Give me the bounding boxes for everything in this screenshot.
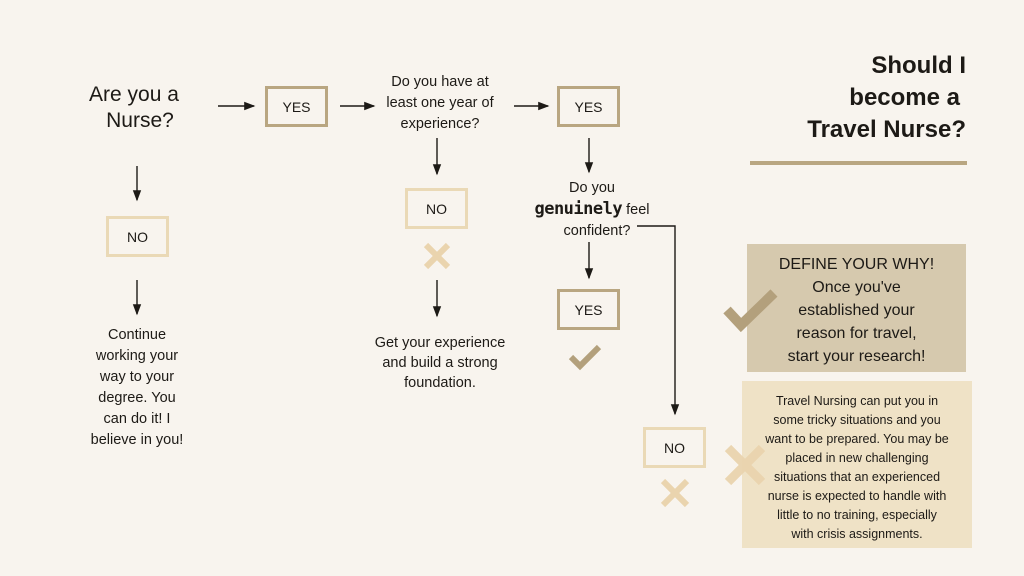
cross-icon (660, 478, 690, 508)
outcome-line: and build a strong (382, 355, 498, 371)
question-experience: Do you have at least one year of experie… (370, 72, 510, 135)
q1-line: Nurse? (106, 109, 174, 132)
arrow-q3-no (637, 225, 680, 416)
define-your-why-box: DEFINE YOUR WHY! Once you've established… (747, 244, 966, 372)
no-label: NO (426, 200, 447, 217)
outcome-line: foundation. (404, 375, 476, 391)
warning-line: little to no training, especially (777, 508, 937, 522)
outcome-line: degree. You (98, 390, 176, 406)
no-label: NO (127, 228, 148, 245)
q3-text: feel (622, 202, 650, 218)
question-are-you-nurse: Are you a Nurse? (64, 82, 204, 134)
yes-label: YES (282, 98, 311, 115)
outcome-line: believe in you! (90, 432, 184, 448)
q3-line: confident? (563, 223, 631, 239)
yes-box-nurse: YES (265, 86, 328, 127)
title-line: Travel Nurse? (807, 116, 966, 143)
emphasis-genuinely: genuinely (534, 199, 623, 219)
warning-line: some tricky situations and you (773, 413, 941, 427)
yes-box-confident: YES (557, 289, 620, 330)
title-line: become a (849, 84, 960, 111)
q2-line: experience? (400, 116, 480, 132)
question-confident: Do you genuinely feel confident? (522, 178, 662, 242)
q2-line: Do you have at (391, 74, 489, 90)
outcome-line: Get your experience (374, 335, 506, 351)
check-icon (723, 289, 778, 332)
define-line: reason for travel, (796, 325, 917, 342)
title-line: Should I (871, 52, 966, 79)
no-box-nurse: NO (106, 216, 169, 257)
cross-icon (724, 444, 766, 486)
warning-box: Travel Nursing can put you in some trick… (742, 381, 972, 548)
outcome-line: working your (95, 348, 179, 364)
outcome-line: Continue (107, 327, 167, 343)
cross-icon (423, 242, 451, 270)
warning-line: want to be prepared. You may be (765, 432, 949, 446)
yes-box-experience: YES (557, 86, 620, 127)
page-title: Should I become a Travel Nurse? (750, 50, 966, 146)
warning-line: Travel Nursing can put you in (775, 394, 939, 408)
no-box-confident: NO (643, 427, 706, 468)
define-line: start your research! (787, 348, 926, 365)
outcome-not-nurse: Continue working your way to your degree… (72, 325, 202, 451)
q2-line: least one year of (386, 95, 494, 111)
outcome-line: way to your (99, 369, 175, 385)
define-line: DEFINE YOUR WHY! (778, 256, 935, 273)
yes-label: YES (574, 301, 603, 318)
title-divider (750, 161, 967, 165)
outcome-no-experience: Get your experience and build a strong f… (360, 333, 520, 393)
warning-line: placed in new challenging (785, 451, 929, 465)
define-line: Once you've (812, 279, 901, 296)
no-box-experience: NO (405, 188, 468, 229)
warning-line: nurse is expected to handle with (767, 489, 947, 503)
check-icon (568, 344, 602, 371)
define-line: established your (798, 302, 915, 319)
q3-line: genuinely feel (522, 199, 662, 221)
q1-line: Are you a (89, 83, 179, 106)
outcome-line: can do it! I (103, 411, 171, 427)
yes-label: YES (574, 98, 603, 115)
no-label: NO (664, 439, 685, 456)
q3-line: Do you (569, 180, 615, 196)
warning-line: situations that an experienced (773, 470, 941, 484)
warning-line: with crisis assignments. (791, 527, 923, 541)
